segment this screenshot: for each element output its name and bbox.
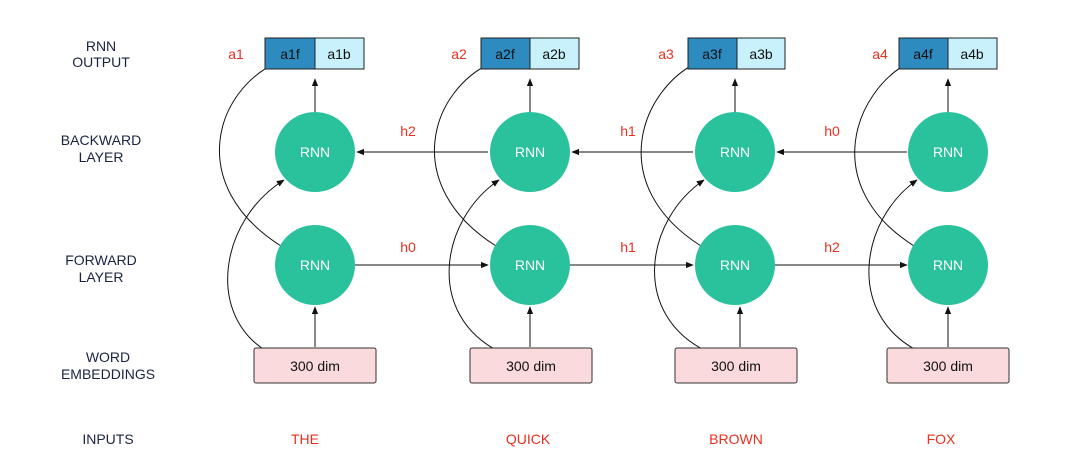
output-backward-text: a3b [749,46,773,62]
embedding-box [253,347,377,384]
backward-hidden-label-3: h0 [824,123,840,139]
output-forward-text: a4f [913,46,933,62]
output-forward-cell [687,37,738,70]
input-word: FOX [927,431,956,447]
output-backward-text: a2b [542,46,566,62]
backward-rnn-node [908,112,988,192]
backward-rnn-node [490,112,570,192]
backward-rnn-node [695,112,775,192]
embedding-box [886,347,1010,384]
row-label-embeddings-line2: EMBEDDINGS [61,366,155,382]
backward-rnn-label: RNN [515,144,545,160]
output-backward-cell [947,37,998,70]
output-backward-cell [736,37,786,70]
row-label-backward-line2: LAYER [79,149,124,165]
forward-hidden-label-3: h2 [824,239,840,255]
embedding-text: 300 dim [923,358,973,374]
column-quick: RNN RNN a2f a2b a2 300 dim QUICK [433,37,593,447]
forward-rnn-node [275,225,355,305]
output-label: a2 [451,46,467,62]
row-label-backward-line1: BACKWARD [61,132,141,148]
forward-hidden-label-1: h0 [400,239,416,255]
row-label-embeddings-line1: WORD [86,349,130,365]
output-forward-text: a3f [702,46,722,62]
forward-to-output-curve [640,61,702,247]
forward-rnn-node [695,225,775,305]
column-brown: RNN RNN a3f a3b a3 300 dim BROWN [640,37,798,447]
embedding-text: 300 dim [711,358,761,374]
forward-to-output-curve [218,61,282,247]
row-label-rnn-output-line1: RNN [86,38,116,54]
output-backward-cell [529,37,580,70]
input-word: BROWN [709,431,763,447]
forward-rnn-label: RNN [933,257,963,273]
embedding-to-backward-curve [654,179,709,353]
embedding-text: 300 dim [290,358,340,374]
input-word: THE [291,431,319,447]
output-backward-text: a1b [327,46,351,62]
output-forward-text: a2f [495,46,515,62]
output-forward-cell [264,37,316,70]
output-backward-cell [314,37,365,70]
forward-rnn-node [908,225,988,305]
forward-rnn-node [490,225,570,305]
backward-rnn-label: RNN [720,144,750,160]
forward-rnn-label: RNN [720,257,750,273]
forward-hidden-label-2: h1 [620,239,636,255]
embedding-box [469,347,593,384]
output-forward-cell [898,37,949,70]
row-label-forward-line2: LAYER [79,269,124,285]
row-label-inputs: INPUTS [82,431,133,447]
embedding-to-backward-curve [868,179,921,353]
forward-rnn-label: RNN [515,257,545,273]
backward-hidden-label-2: h1 [620,123,636,139]
output-forward-text: a1f [280,46,300,62]
input-word: QUICK [506,431,551,447]
forward-to-output-curve [433,61,497,247]
backward-rnn-node [275,112,355,192]
embedding-to-backward-curve [448,179,501,353]
row-label-forward-line1: FORWARD [65,252,137,268]
output-label: a1 [228,46,244,62]
output-backward-text: a4b [960,46,984,62]
row-label-rnn-output-line2: OUTPUT [72,54,130,70]
embedding-text: 300 dim [506,358,556,374]
column-fox: RNN RNN a4f a4b a4 300 dim FOX [854,37,1010,447]
column-the: RNN RNN a1f a1b a1 300 dim THE [218,37,377,447]
backward-rnn-label: RNN [300,144,330,160]
output-forward-cell [480,37,531,70]
output-label: a3 [658,46,674,62]
backward-rnn-label: RNN [933,144,963,160]
embedding-to-backward-curve [227,179,285,353]
backward-hidden-label-1: h2 [400,123,416,139]
forward-rnn-label: RNN [300,257,330,273]
forward-to-output-curve [854,61,915,247]
embedding-box [674,347,798,384]
output-label: a4 [872,46,888,62]
